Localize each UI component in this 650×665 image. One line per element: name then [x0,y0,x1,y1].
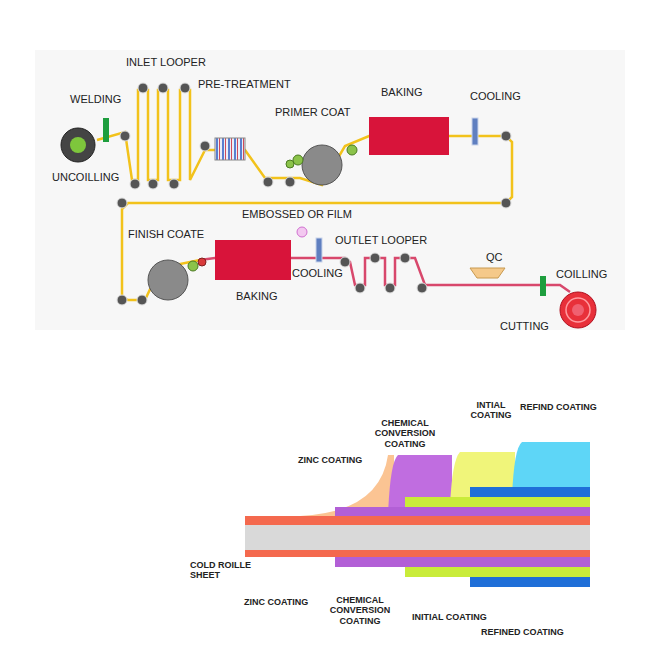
qc-station [470,268,505,278]
label: INLET LOOPER [126,56,206,69]
coiler [566,298,590,322]
applicator-roller [188,261,198,271]
initial-layer [405,567,590,577]
label: QC [486,251,503,264]
label: BAKING [236,290,278,303]
label: COOLING [292,267,343,280]
outlet-rollers [340,253,427,293]
label: FINISH COATE [128,228,204,241]
zinc-layer [245,516,590,525]
label: CHEMICAL CONVERSION COATING [360,418,450,449]
label: COLD ROILLE SHEET [190,560,265,581]
label: ZINC COATING [298,455,388,465]
cutter [540,276,546,296]
label: ZINC COATING [244,597,314,607]
panel-ground [35,50,625,330]
label: CUTTING [500,320,549,333]
applicator-roller [293,155,303,165]
applicator-roller [286,160,294,168]
cooler [316,238,322,262]
label: PRE-TREATMENT [198,78,291,91]
label: EMBOSSED OR FILM [242,208,352,221]
label: BAKING [381,86,423,99]
label: COILLING [556,268,607,281]
label: OUTLET LOOPER [335,234,427,247]
baking-oven [215,240,291,280]
label: CHEMICAL CONVERSION COATING [310,595,410,626]
coiler-core [572,304,584,316]
uncoiler-core [70,137,86,153]
refined-layer [470,577,590,587]
label: PRIMER COAT [275,106,351,119]
coiler [560,292,596,328]
label: INITIAL COATING [412,612,502,622]
label: UNCOILLING [52,171,119,184]
inlet-rollers [117,83,511,305]
label: REFIND COATING [520,402,610,412]
baking-oven [369,117,449,155]
conversion-layer [335,507,590,516]
conversion-layer [335,557,590,567]
applicator-roller [198,258,206,266]
initial-layer [405,497,590,507]
label: INTIAL COATING [466,400,516,421]
zinc-layer [245,550,590,557]
finish-roller [148,260,188,300]
pretreatment-tank [215,138,245,160]
uncoiler [61,128,95,162]
label: WELDING [70,93,121,106]
refined-layer [470,487,590,497]
embossing-roller [297,227,307,237]
steel-sheet [245,525,590,550]
strip-yellow [97,90,512,300]
primer-roller [302,145,342,185]
label: REFINED COATING [481,627,581,637]
welder [103,118,109,142]
label: COOLING [470,90,521,103]
applicator-roller [347,145,357,155]
cooler [472,118,478,145]
